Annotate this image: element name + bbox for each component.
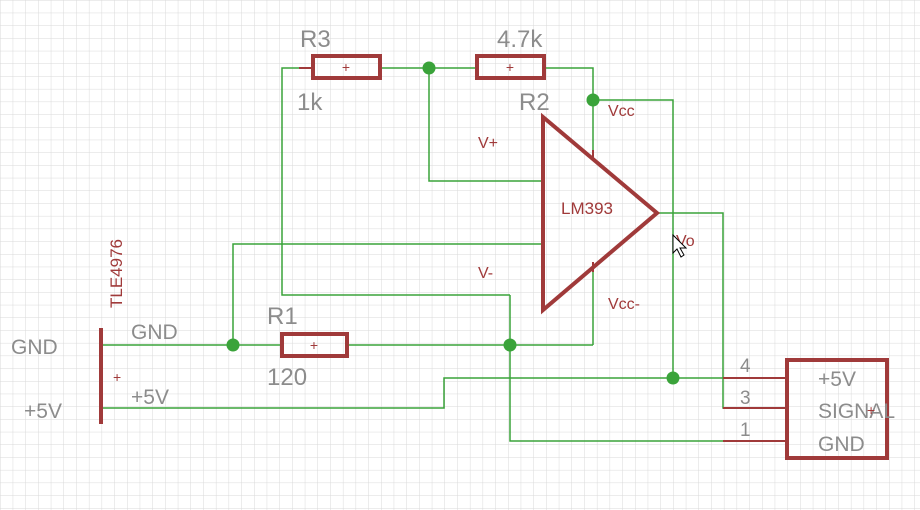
sensor-net-gnd: GND bbox=[11, 336, 58, 359]
sensor-net-5v: +5V bbox=[24, 400, 62, 423]
r3-name-label: R3 bbox=[300, 26, 331, 53]
junction-gnd-left bbox=[226, 338, 240, 352]
resistor-r2[interactable]: + bbox=[475, 54, 546, 80]
connector-pin-3-label: SIGNAL bbox=[818, 400, 895, 423]
wire-node-to-vplus bbox=[428, 68, 543, 182]
sensor-pin-5v: +5V bbox=[131, 386, 169, 409]
comparator-lm393[interactable]: LM393 V+ V- Vcc Vcc- Vo bbox=[478, 103, 695, 315]
r3-value-label: 1k bbox=[297, 89, 323, 116]
wire-r2-to-vcc bbox=[544, 67, 594, 100]
r1-name-label: R1 bbox=[267, 303, 298, 330]
sensor-pin-gnd: GND bbox=[131, 321, 178, 344]
wire-r3-left-down bbox=[281, 67, 510, 296]
sensor-part-label: TLE4976 bbox=[107, 239, 126, 308]
wire-plus5v bbox=[101, 377, 787, 409]
resistor-r3-plus: + bbox=[342, 59, 350, 75]
mouse-pointer-icon bbox=[672, 233, 688, 258]
pin-label-vcc-minus: Vcc- bbox=[608, 296, 640, 313]
wire-vminus-to-gnd bbox=[232, 243, 543, 345]
pin-label-vcc: Vcc bbox=[608, 103, 635, 120]
wire-vcc-down bbox=[593, 99, 674, 378]
r2-name-label: R2 bbox=[519, 89, 550, 116]
connector-pin-1-label: GND bbox=[818, 433, 865, 456]
r2-value-label: 4.7k bbox=[497, 26, 543, 53]
connector-pin-3-number: 3 bbox=[740, 388, 751, 409]
resistor-r2-plus: + bbox=[506, 59, 514, 75]
sensor-plus-mark: + bbox=[113, 369, 121, 385]
junction-plus5v bbox=[666, 371, 680, 385]
connector-plus-mark: + bbox=[867, 402, 875, 418]
resistor-r1[interactable]: + bbox=[280, 332, 349, 358]
resistor-r3[interactable]: + bbox=[299, 54, 382, 80]
connector[interactable]: 4 3 1 +5V SIGNAL GND + bbox=[723, 356, 895, 460]
comparator-part-label: LM393 bbox=[561, 199, 613, 218]
resistor-labels: R3 1k 4.7k R2 R1 120 bbox=[267, 26, 550, 391]
junctions bbox=[226, 61, 680, 385]
r1-value-label: 120 bbox=[267, 364, 307, 391]
junction-r3-r2 bbox=[422, 61, 436, 75]
connector-pin-1-number: 1 bbox=[740, 420, 751, 441]
connector-pin-4-number: 4 bbox=[740, 356, 751, 377]
connector-pin-4-label: +5V bbox=[818, 368, 856, 391]
comparator-triangle bbox=[541, 112, 661, 315]
sensor-tle4976[interactable]: TLE4976 + GND +5V GND +5V bbox=[11, 239, 178, 424]
junction-vcc bbox=[586, 93, 600, 107]
pin-label-vminus: V- bbox=[478, 265, 493, 282]
junction-r1-right bbox=[503, 338, 517, 352]
resistor-r1-plus: + bbox=[310, 337, 318, 353]
pin-label-vplus: V+ bbox=[478, 135, 498, 152]
